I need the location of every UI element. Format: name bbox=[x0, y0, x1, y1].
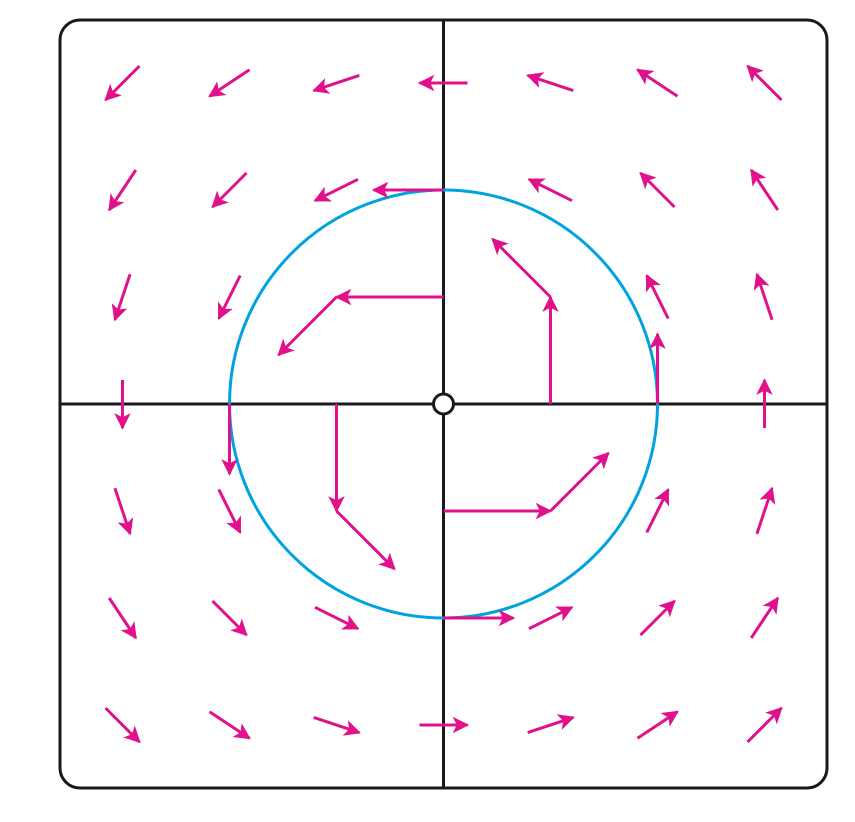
vector-arrow-2--3 bbox=[636, 710, 679, 740]
vector-arrow-1--2 bbox=[528, 605, 574, 631]
vector-arrow-1--1 bbox=[549, 451, 610, 513]
vector-arrow--3--2 bbox=[107, 597, 138, 640]
vector-arrow--1-2 bbox=[313, 177, 359, 203]
vector-arrow-3--3 bbox=[746, 706, 783, 744]
vector-arrow--3-1 bbox=[111, 273, 132, 322]
vector-arrow--1-1 bbox=[277, 295, 338, 357]
vector-arrow--2-1 bbox=[217, 274, 242, 320]
vector-arrow-3-1 bbox=[753, 272, 774, 321]
vector-arrow-3--2 bbox=[749, 596, 780, 639]
vector-arrow-1-1 bbox=[491, 237, 552, 299]
vector-arrow-1-2 bbox=[527, 177, 573, 203]
vector-arrow-1-3 bbox=[526, 72, 574, 93]
vector-arrow-2-2 bbox=[639, 171, 676, 209]
vector-arrow--2--3 bbox=[208, 710, 251, 740]
vector-arrow--3-3 bbox=[104, 64, 141, 102]
vector-arrow--3-2 bbox=[107, 169, 138, 212]
vector-arrow-2-3 bbox=[636, 68, 679, 98]
vector-arrow-3-2 bbox=[749, 168, 780, 211]
vector-arrow--1--3 bbox=[313, 715, 361, 736]
vector-arrow--1-3 bbox=[312, 73, 360, 94]
vector-arrow-3--1 bbox=[755, 486, 776, 535]
origin-marker bbox=[432, 392, 455, 416]
vector-arrow--3--1 bbox=[113, 487, 134, 536]
vector-arrow-3-3 bbox=[746, 64, 783, 102]
vector-arrow--2--2 bbox=[211, 599, 248, 637]
vector-arrow-2--1 bbox=[645, 488, 670, 534]
vector-arrows bbox=[104, 64, 783, 744]
vector-arrow--3--3 bbox=[104, 706, 141, 744]
vector-arrow--2-2 bbox=[211, 171, 248, 209]
vector-arrow-2--2 bbox=[639, 599, 676, 637]
vector-arrow-1--3 bbox=[527, 714, 575, 735]
vector-arrow--2--1 bbox=[217, 488, 242, 534]
vector-arrow--2-3 bbox=[208, 68, 251, 98]
vector-arrow--1--1 bbox=[335, 509, 396, 571]
vector-arrow-2-1 bbox=[645, 274, 670, 320]
vector-arrow--1--2 bbox=[314, 605, 360, 631]
